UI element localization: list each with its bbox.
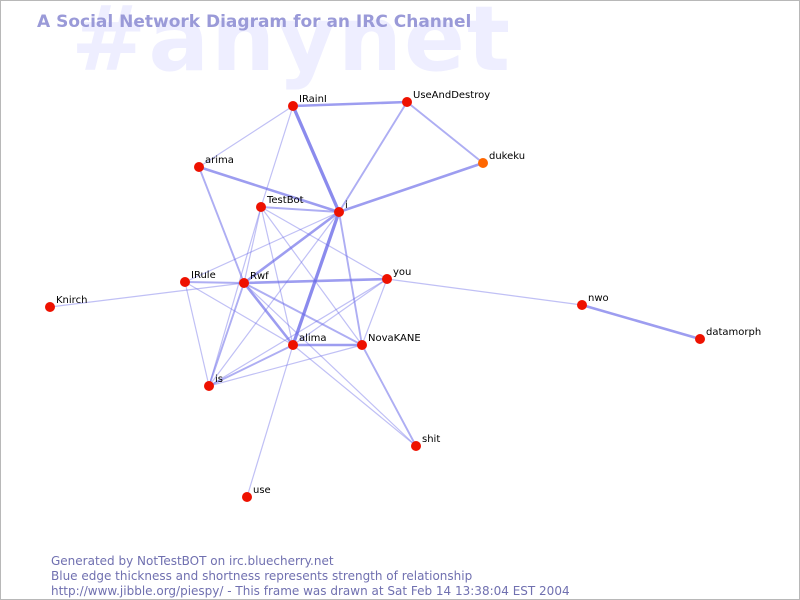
channel-watermark: #anynet xyxy=(71,0,513,92)
edge-i-novakane xyxy=(338,211,363,346)
edge-rwf-novakane xyxy=(243,282,363,346)
node-dukeku: dukeku xyxy=(478,151,525,168)
edge-testbot-is xyxy=(208,206,262,387)
edge-testbot-alima xyxy=(260,206,294,346)
node-knirch: Knirch xyxy=(45,295,87,312)
edge-i-irule xyxy=(184,211,340,283)
node-rwf: Rwf xyxy=(239,271,269,288)
edge-iraini-testbot xyxy=(260,105,294,208)
node-dot-use xyxy=(242,492,252,502)
node-dot-nwo xyxy=(577,300,587,310)
node-dot-rwf xyxy=(239,278,249,288)
node-use: use xyxy=(242,485,271,502)
edge-dukeku-i xyxy=(337,161,485,214)
edge-testbot-novakane xyxy=(260,206,363,346)
node-dot-dukeku xyxy=(478,158,488,168)
edge-is-you xyxy=(208,278,388,387)
node-dot-shit xyxy=(411,441,421,451)
node-label-useanddestroy: UseAndDestroy xyxy=(413,90,490,101)
node-label-testbot: TestBot xyxy=(266,195,304,206)
edge-useanddestroy-dukeku xyxy=(406,101,484,164)
node-novakane: NovaKANE xyxy=(357,333,421,350)
node-label-is: is xyxy=(215,374,223,385)
node-label-novakane: NovaKANE xyxy=(368,333,421,344)
edge-testbot-you xyxy=(260,206,388,280)
edge-arima-rwf xyxy=(198,166,245,284)
node-shit: shit xyxy=(411,434,440,451)
node-label-irule: IRule xyxy=(191,270,216,281)
node-dot-knirch xyxy=(45,302,55,312)
node-i: i xyxy=(334,200,348,217)
node-dot-novakane xyxy=(357,340,367,350)
node-dot-you xyxy=(382,274,392,284)
edge-irule-alima xyxy=(184,281,294,346)
node-label-rwf: Rwf xyxy=(250,271,269,282)
node-label-i: i xyxy=(345,200,348,211)
edge-rwf-irule xyxy=(184,281,245,284)
node-alima: alima xyxy=(288,333,327,350)
edge-rwf-knirch xyxy=(49,282,245,308)
footer-info: Generated by NotTestBOT on irc.bluecherr… xyxy=(51,554,570,599)
edge-novakane-shit xyxy=(361,344,417,447)
edge-nwo-datamorph xyxy=(580,303,702,341)
edge-novakane-you xyxy=(361,278,388,346)
diagram-title: A Social Network Diagram for an IRC Chan… xyxy=(37,12,472,32)
edge-useanddestroy-i xyxy=(338,101,408,213)
edge-layer xyxy=(49,100,702,498)
node-label-you: you xyxy=(393,267,411,278)
node-you: you xyxy=(382,267,411,284)
edge-rwf-is xyxy=(208,282,245,387)
node-dot-testbot xyxy=(256,202,266,212)
node-label-arima: arima xyxy=(205,155,234,166)
node-dot-irule xyxy=(180,277,190,287)
node-dot-useanddestroy xyxy=(402,97,412,107)
node-dot-datamorph xyxy=(695,334,705,344)
node-datamorph: datamorph xyxy=(695,327,761,344)
footer-legend-note: Blue edge thickness and shortness repres… xyxy=(51,569,473,583)
node-testbot: TestBot xyxy=(256,195,304,212)
footer-url-timestamp: http://www.jibble.org/piespy/ - This fra… xyxy=(51,584,570,598)
node-is: is xyxy=(204,374,223,391)
node-label-knirch: Knirch xyxy=(56,295,87,306)
node-nwo: nwo xyxy=(577,293,609,310)
node-label-datamorph: datamorph xyxy=(706,327,761,338)
node-dot-arima xyxy=(194,162,204,172)
edge-rwf-shit xyxy=(243,282,417,447)
node-label-nwo: nwo xyxy=(588,293,609,304)
node-irule: IRule xyxy=(180,270,216,287)
edge-rwf-alima xyxy=(242,281,295,347)
edge-rwf-you xyxy=(242,277,389,285)
edge-arima-i xyxy=(197,165,341,214)
edge-i-rwf xyxy=(242,210,341,285)
edge-iraini-i xyxy=(291,104,341,214)
edge-alima-you xyxy=(292,278,388,346)
node-dot-iraini xyxy=(288,101,298,111)
edge-i-alima xyxy=(291,210,341,347)
node-arima: arima xyxy=(194,155,234,172)
node-useanddestroy: UseAndDestroy xyxy=(402,90,490,107)
edge-novakane-is xyxy=(208,344,363,387)
node-dot-i xyxy=(334,207,344,217)
node-label-shit: shit xyxy=(422,434,440,445)
edge-you-nwo xyxy=(386,278,583,306)
edge-alima-shit xyxy=(292,344,417,447)
edge-iraini-useanddestroy xyxy=(291,100,409,108)
edge-testbot-rwf xyxy=(243,206,262,284)
edge-testbot-i xyxy=(260,206,340,213)
node-label-dukeku: dukeku xyxy=(489,151,525,162)
edge-alima-use xyxy=(246,344,294,498)
node-dot-alima xyxy=(288,340,298,350)
edge-iraini-arima xyxy=(198,105,294,168)
edge-alima-is xyxy=(208,344,294,387)
node-iraini: IRainI xyxy=(288,94,327,111)
footer-generated-by: Generated by NotTestBOT on irc.bluecherr… xyxy=(51,554,334,568)
node-label-iraini: IRainI xyxy=(299,94,327,105)
node-label-use: use xyxy=(253,485,271,496)
node-dot-is xyxy=(204,381,214,391)
edge-irule-is xyxy=(184,281,210,387)
node-label-alima: alima xyxy=(299,333,327,344)
